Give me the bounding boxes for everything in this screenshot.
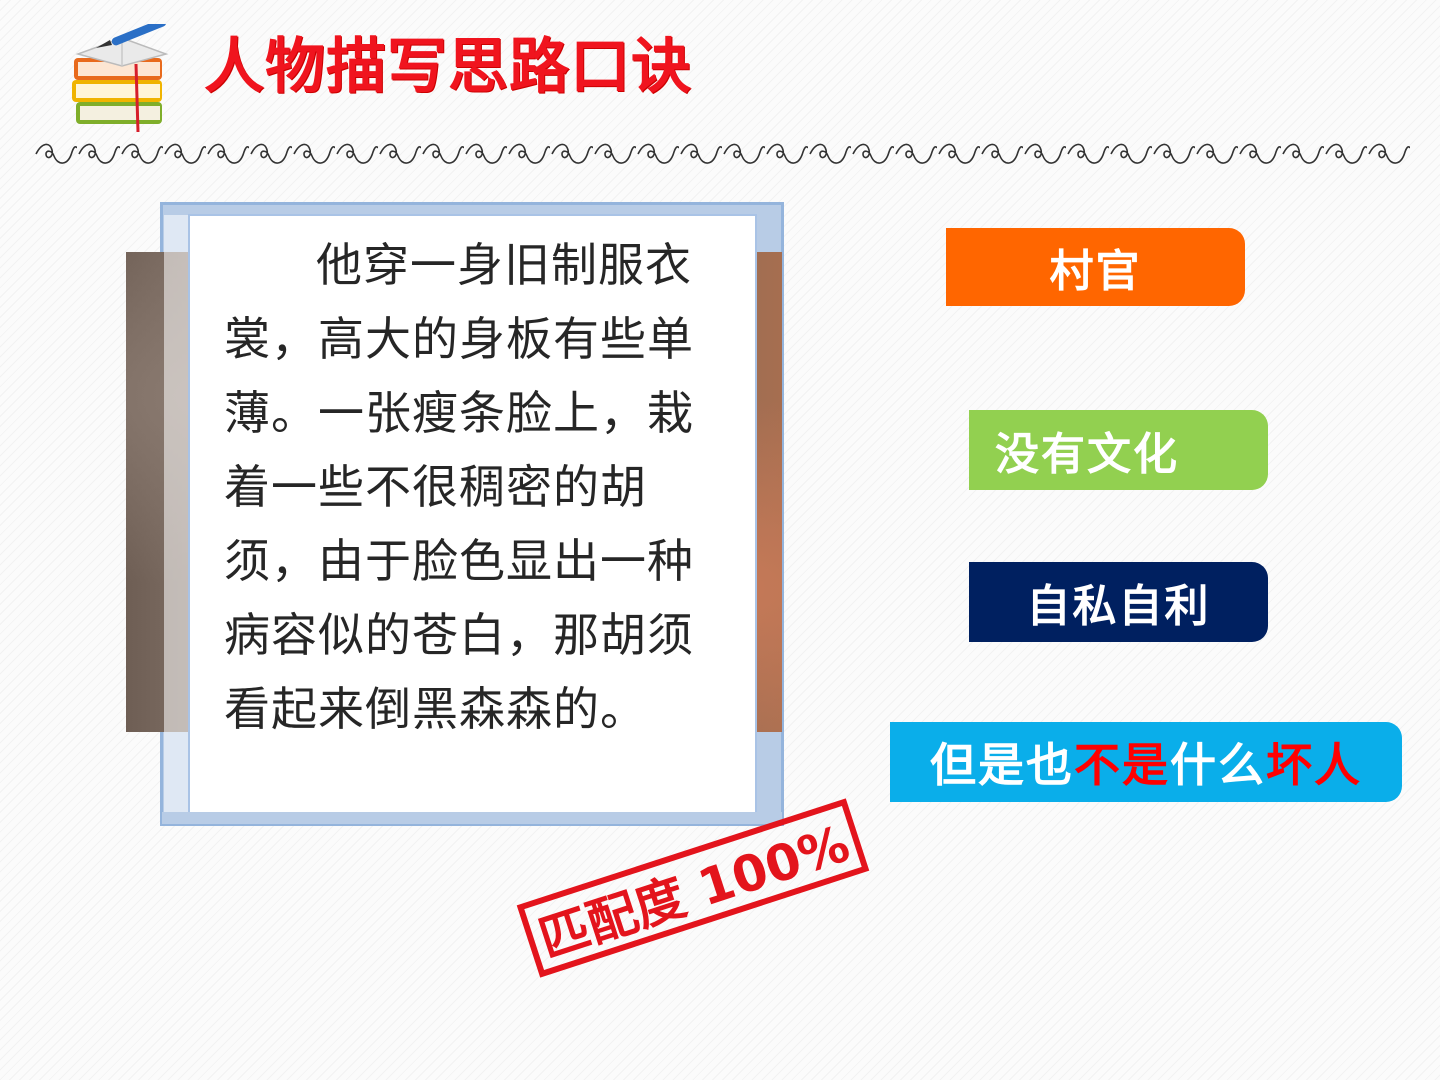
ornament-divider [34, 138, 1410, 170]
frame-bottom-band [162, 812, 782, 824]
tag-text-highlight: 不是 [1074, 738, 1170, 792]
frame-highlight [164, 215, 190, 813]
page-title: 人物描写思路口诀 [204, 32, 692, 102]
tag-text-highlight: 坏人 [1266, 738, 1362, 792]
tag-not-bad-person: 但是也不是什么坏人 [890, 722, 1402, 802]
tag-text-part: 什么 [1170, 738, 1266, 792]
text-card [188, 214, 757, 814]
tag-selfish: 自私自利 [969, 562, 1268, 642]
books-pen-icon [72, 24, 169, 133]
character-description: 他穿一身旧制服衣裳，高大的身板有些单薄。一张瘦条脸上，栽着一些不很稠密的胡须，由… [224, 238, 694, 736]
tag-village-official: 村官 [946, 228, 1245, 306]
tag-text-part: 但是也 [930, 738, 1074, 792]
tag-uneducated: 没有文化 [969, 410, 1268, 490]
